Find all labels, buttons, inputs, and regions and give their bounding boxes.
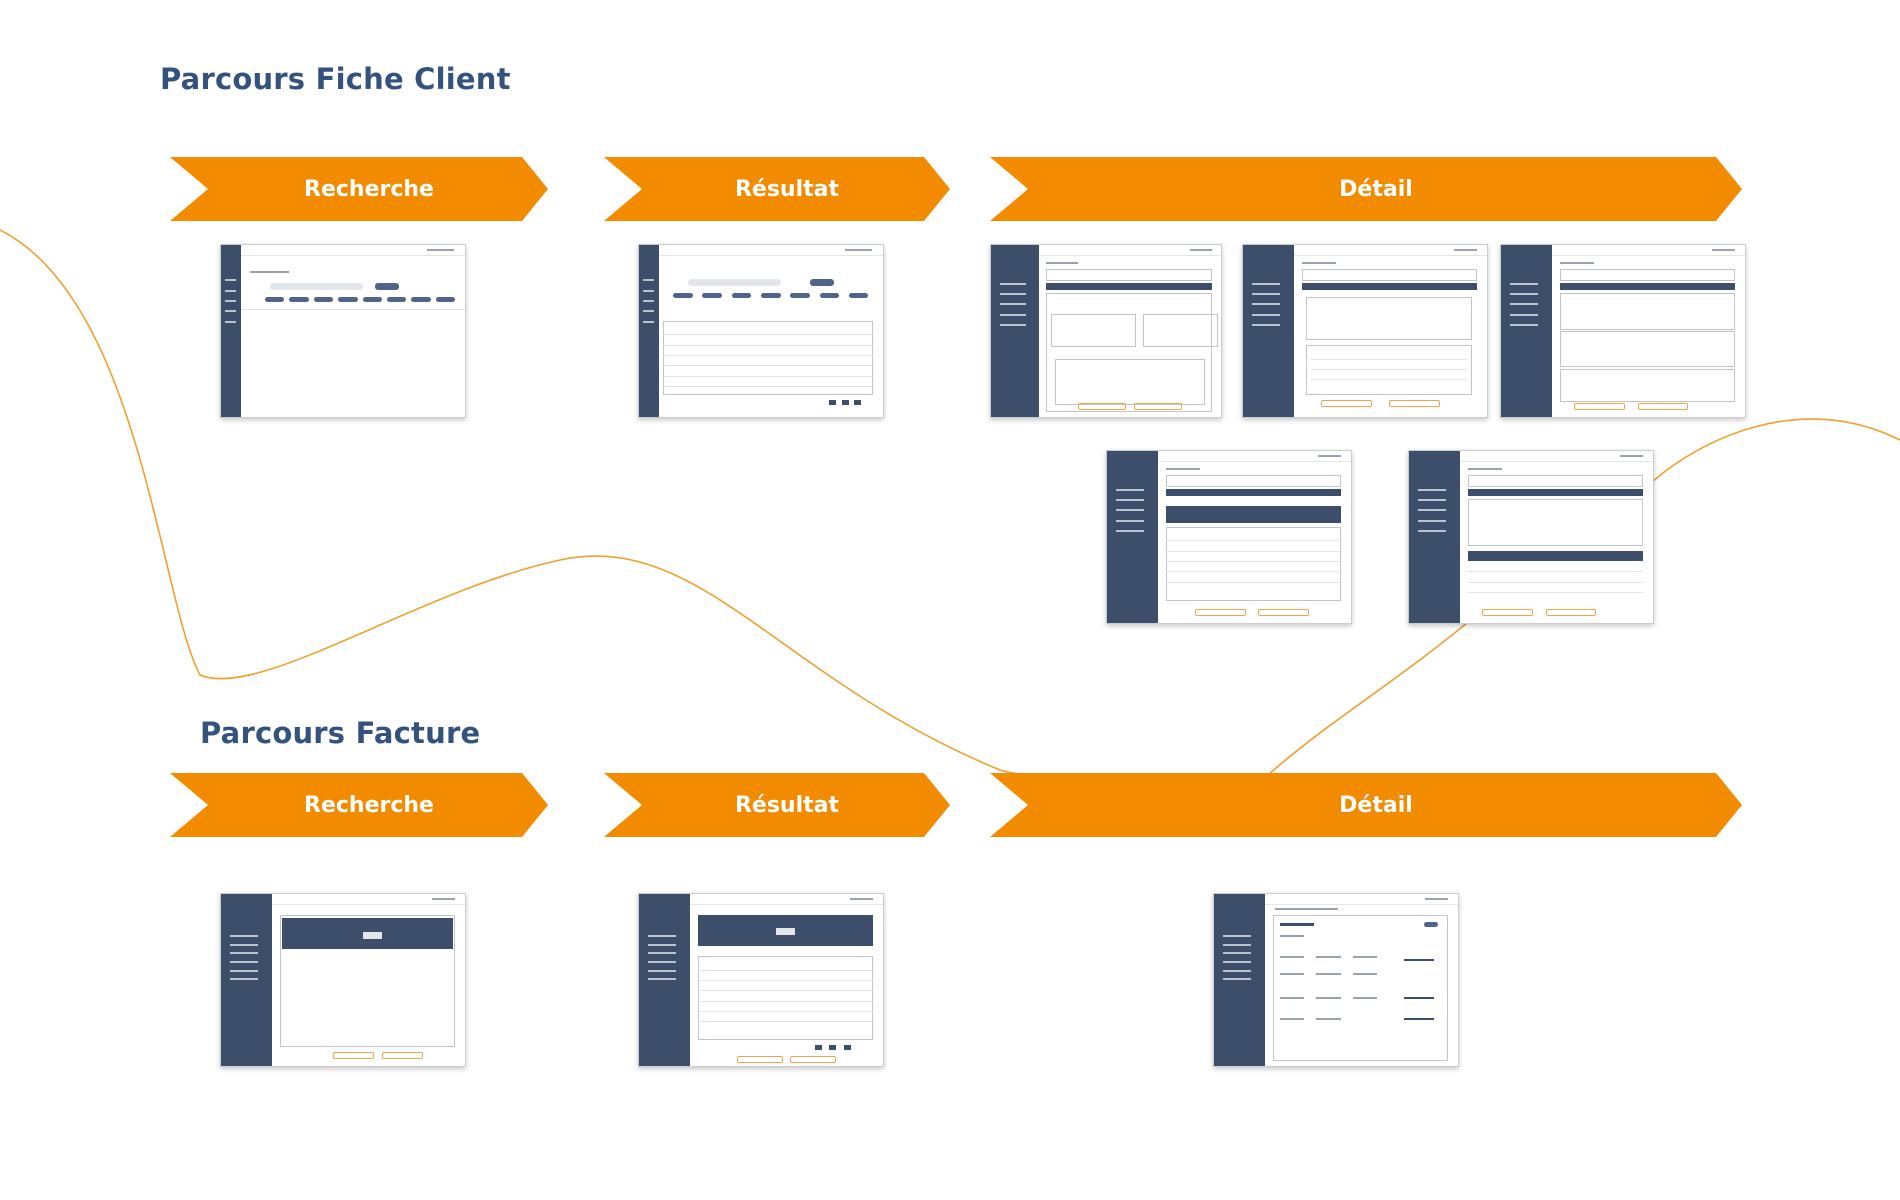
connector-curve-right — [1651, 418, 1900, 483]
wireframe-facture-recherche — [220, 893, 466, 1067]
wireframe-client-resultat — [638, 244, 884, 418]
wireframe-facture-resultat — [638, 893, 884, 1067]
wireframe-client-detail-2 — [1242, 244, 1488, 418]
facture-step-detail: Détail — [990, 773, 1742, 837]
client-step-recherche: Recherche — [170, 157, 548, 221]
wireframe-client-detail-4 — [1106, 450, 1352, 624]
wireframe-client-detail-3 — [1500, 244, 1746, 418]
parcours-client-title: Parcours Fiche Client — [160, 62, 511, 96]
wireframe-client-recherche — [220, 244, 466, 418]
connector-curve-detail — [1267, 611, 1481, 776]
wireframe-facture-detail — [1213, 893, 1459, 1067]
client-step-resultat: Résultat — [604, 157, 950, 221]
connector-curve-main — [0, 229, 1101, 791]
parcours-facture-title: Parcours Facture — [200, 716, 481, 750]
client-step-detail: Détail — [990, 157, 1742, 221]
facture-step-resultat: Résultat — [604, 773, 950, 837]
wireframe-client-detail-5 — [1408, 450, 1654, 624]
wireframe-client-detail-1 — [990, 244, 1222, 418]
facture-step-recherche: Recherche — [170, 773, 548, 837]
